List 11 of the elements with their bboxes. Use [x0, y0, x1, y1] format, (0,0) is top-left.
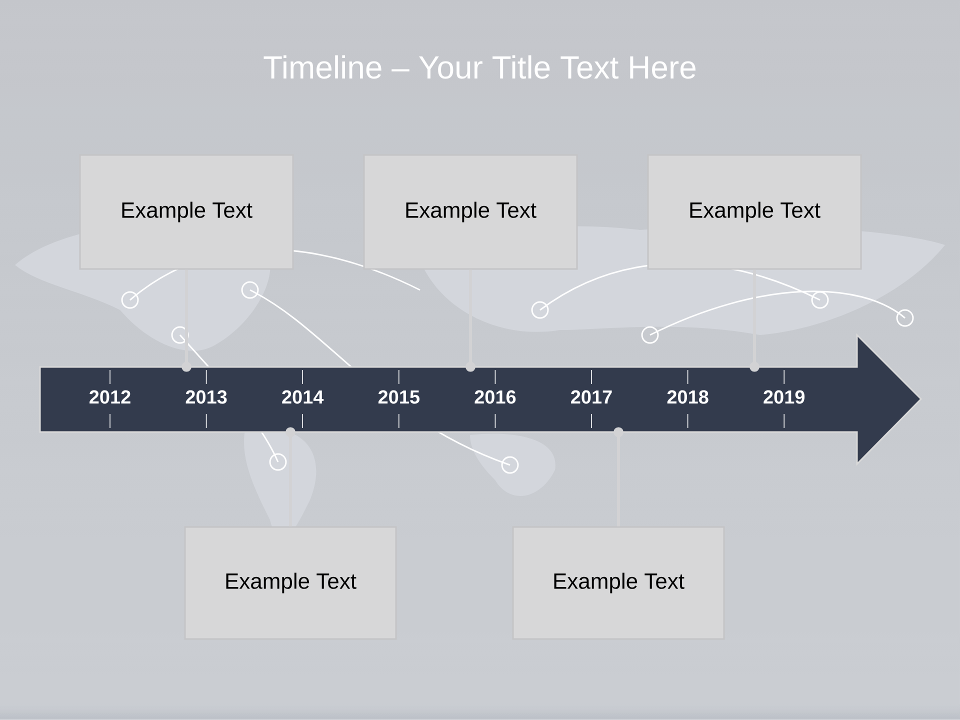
leader-line: [614, 427, 624, 526]
text-box: Example Text: [79, 154, 294, 270]
text-box: Example Text: [512, 526, 725, 640]
title: Timeline – Your Title Text Here: [264, 55, 696, 79]
leader-line: [466, 270, 476, 372]
text-box: Example Text: [363, 154, 578, 270]
text-box: Example Text: [184, 526, 397, 640]
leader-line: [182, 270, 192, 372]
leader-line: [750, 270, 760, 372]
leader-line: [286, 427, 296, 526]
text-box: Example Text: [647, 154, 862, 270]
